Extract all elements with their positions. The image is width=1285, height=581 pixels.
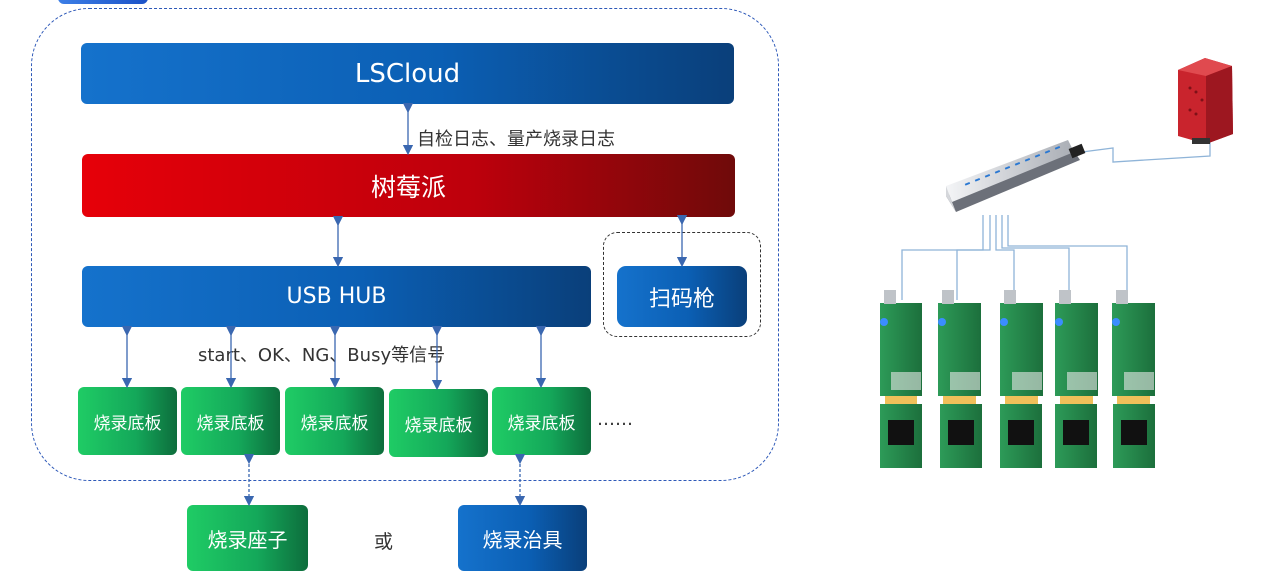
board-image-5 [1112, 290, 1155, 468]
signal-flow-label: start、OK、NG、Busy等信号 [198, 345, 446, 366]
burner-board-label: 烧录底板 [507, 413, 576, 434]
system-boundary [31, 8, 779, 481]
board-image-3 [1000, 290, 1043, 468]
raspberry-pi-node: 树莓派 [82, 154, 735, 217]
more-boards-ellipsis: …… [597, 409, 633, 430]
usb-hub-node: USB HUB [82, 266, 591, 327]
burner-board-3: 烧录底板 [285, 387, 384, 455]
raspberry-pi-label: 树莓派 [370, 172, 446, 202]
lscloud-node: LSCloud [81, 43, 734, 104]
burn-socket-label: 烧录座子 [207, 527, 288, 552]
burner-board-label: 烧录底板 [93, 413, 162, 434]
scanner-node: 扫码枪 [617, 266, 747, 327]
burner-board-label: 烧录底板 [404, 415, 473, 436]
board-image-4 [1055, 290, 1098, 468]
header-accent-bar [58, 0, 148, 4]
burner-board-label: 烧录底板 [196, 413, 265, 434]
burner-board-1: 烧录底板 [78, 387, 177, 455]
log-flow-label: 自检日志、量产烧录日志 [417, 129, 615, 150]
usb-hub-label: USB HUB [286, 284, 387, 309]
burner-board-2: 烧录底板 [181, 387, 280, 455]
burn-fixture-label: 烧录治具 [482, 527, 563, 552]
or-label: 或 [374, 531, 394, 553]
board-image-1 [880, 290, 922, 468]
burn-fixture-node: 烧录治具 [458, 505, 587, 571]
board-image-2 [938, 290, 982, 468]
burner-board-4: 烧录底板 [389, 389, 488, 457]
hardware-illustration [880, 58, 1233, 468]
usb-hub-image [946, 140, 1086, 212]
burner-board-label: 烧录底板 [300, 413, 369, 434]
scanner-label: 扫码枪 [648, 286, 715, 312]
burn-socket-node: 烧录座子 [187, 505, 308, 571]
raspberry-pi-case-image [1178, 58, 1233, 144]
lscloud-label: LSCloud [354, 58, 461, 89]
burner-board-5: 烧录底板 [492, 387, 591, 455]
